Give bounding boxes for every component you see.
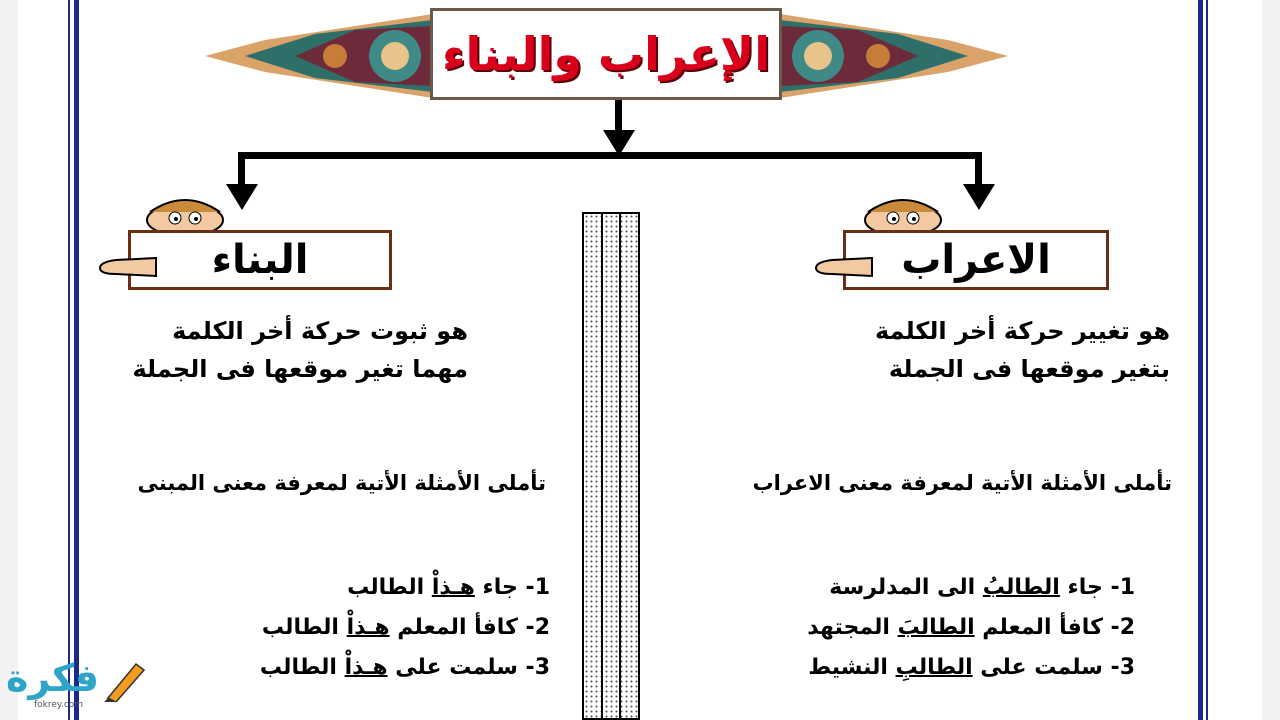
iraab-instruction: تأملى الأمثلة الأتية لمعرفة معنى الاعراب bbox=[752, 471, 1172, 495]
cartoon-face-icon bbox=[864, 199, 942, 236]
binaa-definition-line: هو ثبوت حركة أخر الكلمة bbox=[172, 317, 468, 345]
example-item: 3- سلمت على الطالبِ النشيط bbox=[808, 655, 1135, 680]
logo-url: fokrey.com bbox=[34, 700, 84, 710]
example-item: 2- كافأ المعلم هـذاْ الطالب bbox=[261, 615, 550, 640]
board-iraab: الاعراب bbox=[843, 230, 1109, 290]
divider-line bbox=[619, 214, 621, 718]
connector-left-stem bbox=[238, 152, 245, 188]
ornament-left bbox=[205, 14, 433, 98]
logo-text: فكرة bbox=[6, 656, 100, 700]
iraab-examples: 1- جاء الطالبُ الى المدلرسة 2- كافأ المع… bbox=[790, 568, 1135, 688]
iraab-definition: هو تغيير حركة أخر الكلمة بتغير موقعها فى… bbox=[790, 312, 1170, 388]
board-iraab-label: الاعراب bbox=[901, 237, 1051, 283]
binaa-definition-line: مهما تغير موقعها فى الجملة bbox=[132, 355, 468, 383]
divider-line bbox=[601, 214, 603, 718]
right-border-line bbox=[1206, 0, 1208, 720]
binaa-instruction: تأملى الأمثلة الأتية لمعرفة معنى المبنى bbox=[137, 471, 547, 495]
arrow-down-icon bbox=[226, 184, 258, 210]
arrow-down-icon bbox=[963, 184, 995, 210]
example-item: 1- جاء الطالبُ الى المدلرسة bbox=[829, 575, 1135, 600]
connector-right-stem bbox=[975, 152, 982, 188]
example-item: 1- جاء هـذاْ الطالب bbox=[347, 575, 550, 600]
pointing-hand-icon bbox=[98, 256, 157, 278]
iraab-definition-line: بتغير موقعها فى الجملة bbox=[888, 355, 1170, 383]
board-binaa: البناء bbox=[128, 230, 392, 290]
pencil-icon bbox=[104, 662, 146, 702]
binaa-examples: 1- جاء هـذاْ الطالب 2- كافأ المعلم هـذاْ… bbox=[220, 568, 550, 688]
left-border-line bbox=[68, 0, 70, 720]
title-banner: الإعراب والبناء bbox=[430, 8, 782, 100]
left-border-line-thick bbox=[74, 0, 79, 720]
connector-stem bbox=[615, 100, 622, 140]
pointing-hand-icon bbox=[814, 256, 873, 278]
example-item: 3- سلمت على هـذاْ الطالب bbox=[259, 655, 550, 680]
page-title: الإعراب والبناء bbox=[441, 27, 771, 81]
document-page bbox=[18, 0, 1262, 720]
connector-horizontal bbox=[238, 152, 980, 159]
ornament-right bbox=[780, 14, 1008, 98]
iraab-definition-line: هو تغيير حركة أخر الكلمة bbox=[874, 317, 1170, 345]
binaa-definition: هو ثبوت حركة أخر الكلمة مهما تغير موقعها… bbox=[100, 312, 468, 388]
example-item: 2- كافأ المعلم الطالبَ المجتهد bbox=[807, 615, 1135, 640]
right-border-line-thick bbox=[1198, 0, 1203, 720]
arrow-down-icon bbox=[603, 130, 635, 156]
column-divider bbox=[582, 212, 640, 720]
cartoon-face-icon bbox=[146, 199, 224, 236]
board-binaa-label: البناء bbox=[211, 237, 309, 283]
site-logo: فكرة fokrey.com bbox=[4, 656, 154, 716]
